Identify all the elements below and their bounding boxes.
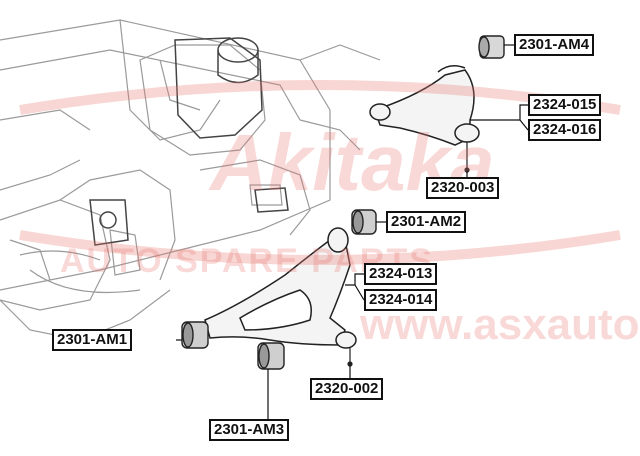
label-2301-am3: 2301-AM3 — [209, 419, 290, 441]
lower-control-arm-drawing — [204, 227, 357, 349]
label-2301-am1: 2301-AM1 — [52, 329, 133, 351]
bushing-am3-drawing — [257, 342, 285, 370]
frame-bracket-drawing — [89, 37, 289, 246]
lower-ball-joint-drawing — [347, 348, 353, 367]
label-2301-am4: 2301-AM4 — [514, 34, 595, 56]
label-2324-013: 2324-013 — [364, 263, 438, 285]
label-2320-002: 2320-002 — [310, 378, 384, 400]
label-2324-014: 2324-014 — [364, 289, 438, 311]
upper-control-arm-drawing — [369, 65, 480, 146]
label-2324-015: 2324-015 — [528, 94, 602, 116]
bushing-am2-drawing — [351, 209, 377, 235]
chassis-frame-drawing — [0, 19, 381, 341]
label-2324-016: 2324-016 — [528, 119, 602, 141]
upper-ball-joint-drawing — [464, 142, 470, 173]
label-2301-am2: 2301-AM2 — [386, 211, 467, 233]
bushing-am1-drawing — [181, 321, 209, 349]
upper-bushing-am4-drawing — [478, 35, 505, 59]
label-2320-003: 2320-003 — [426, 177, 500, 199]
leader-lines — [176, 44, 529, 420]
